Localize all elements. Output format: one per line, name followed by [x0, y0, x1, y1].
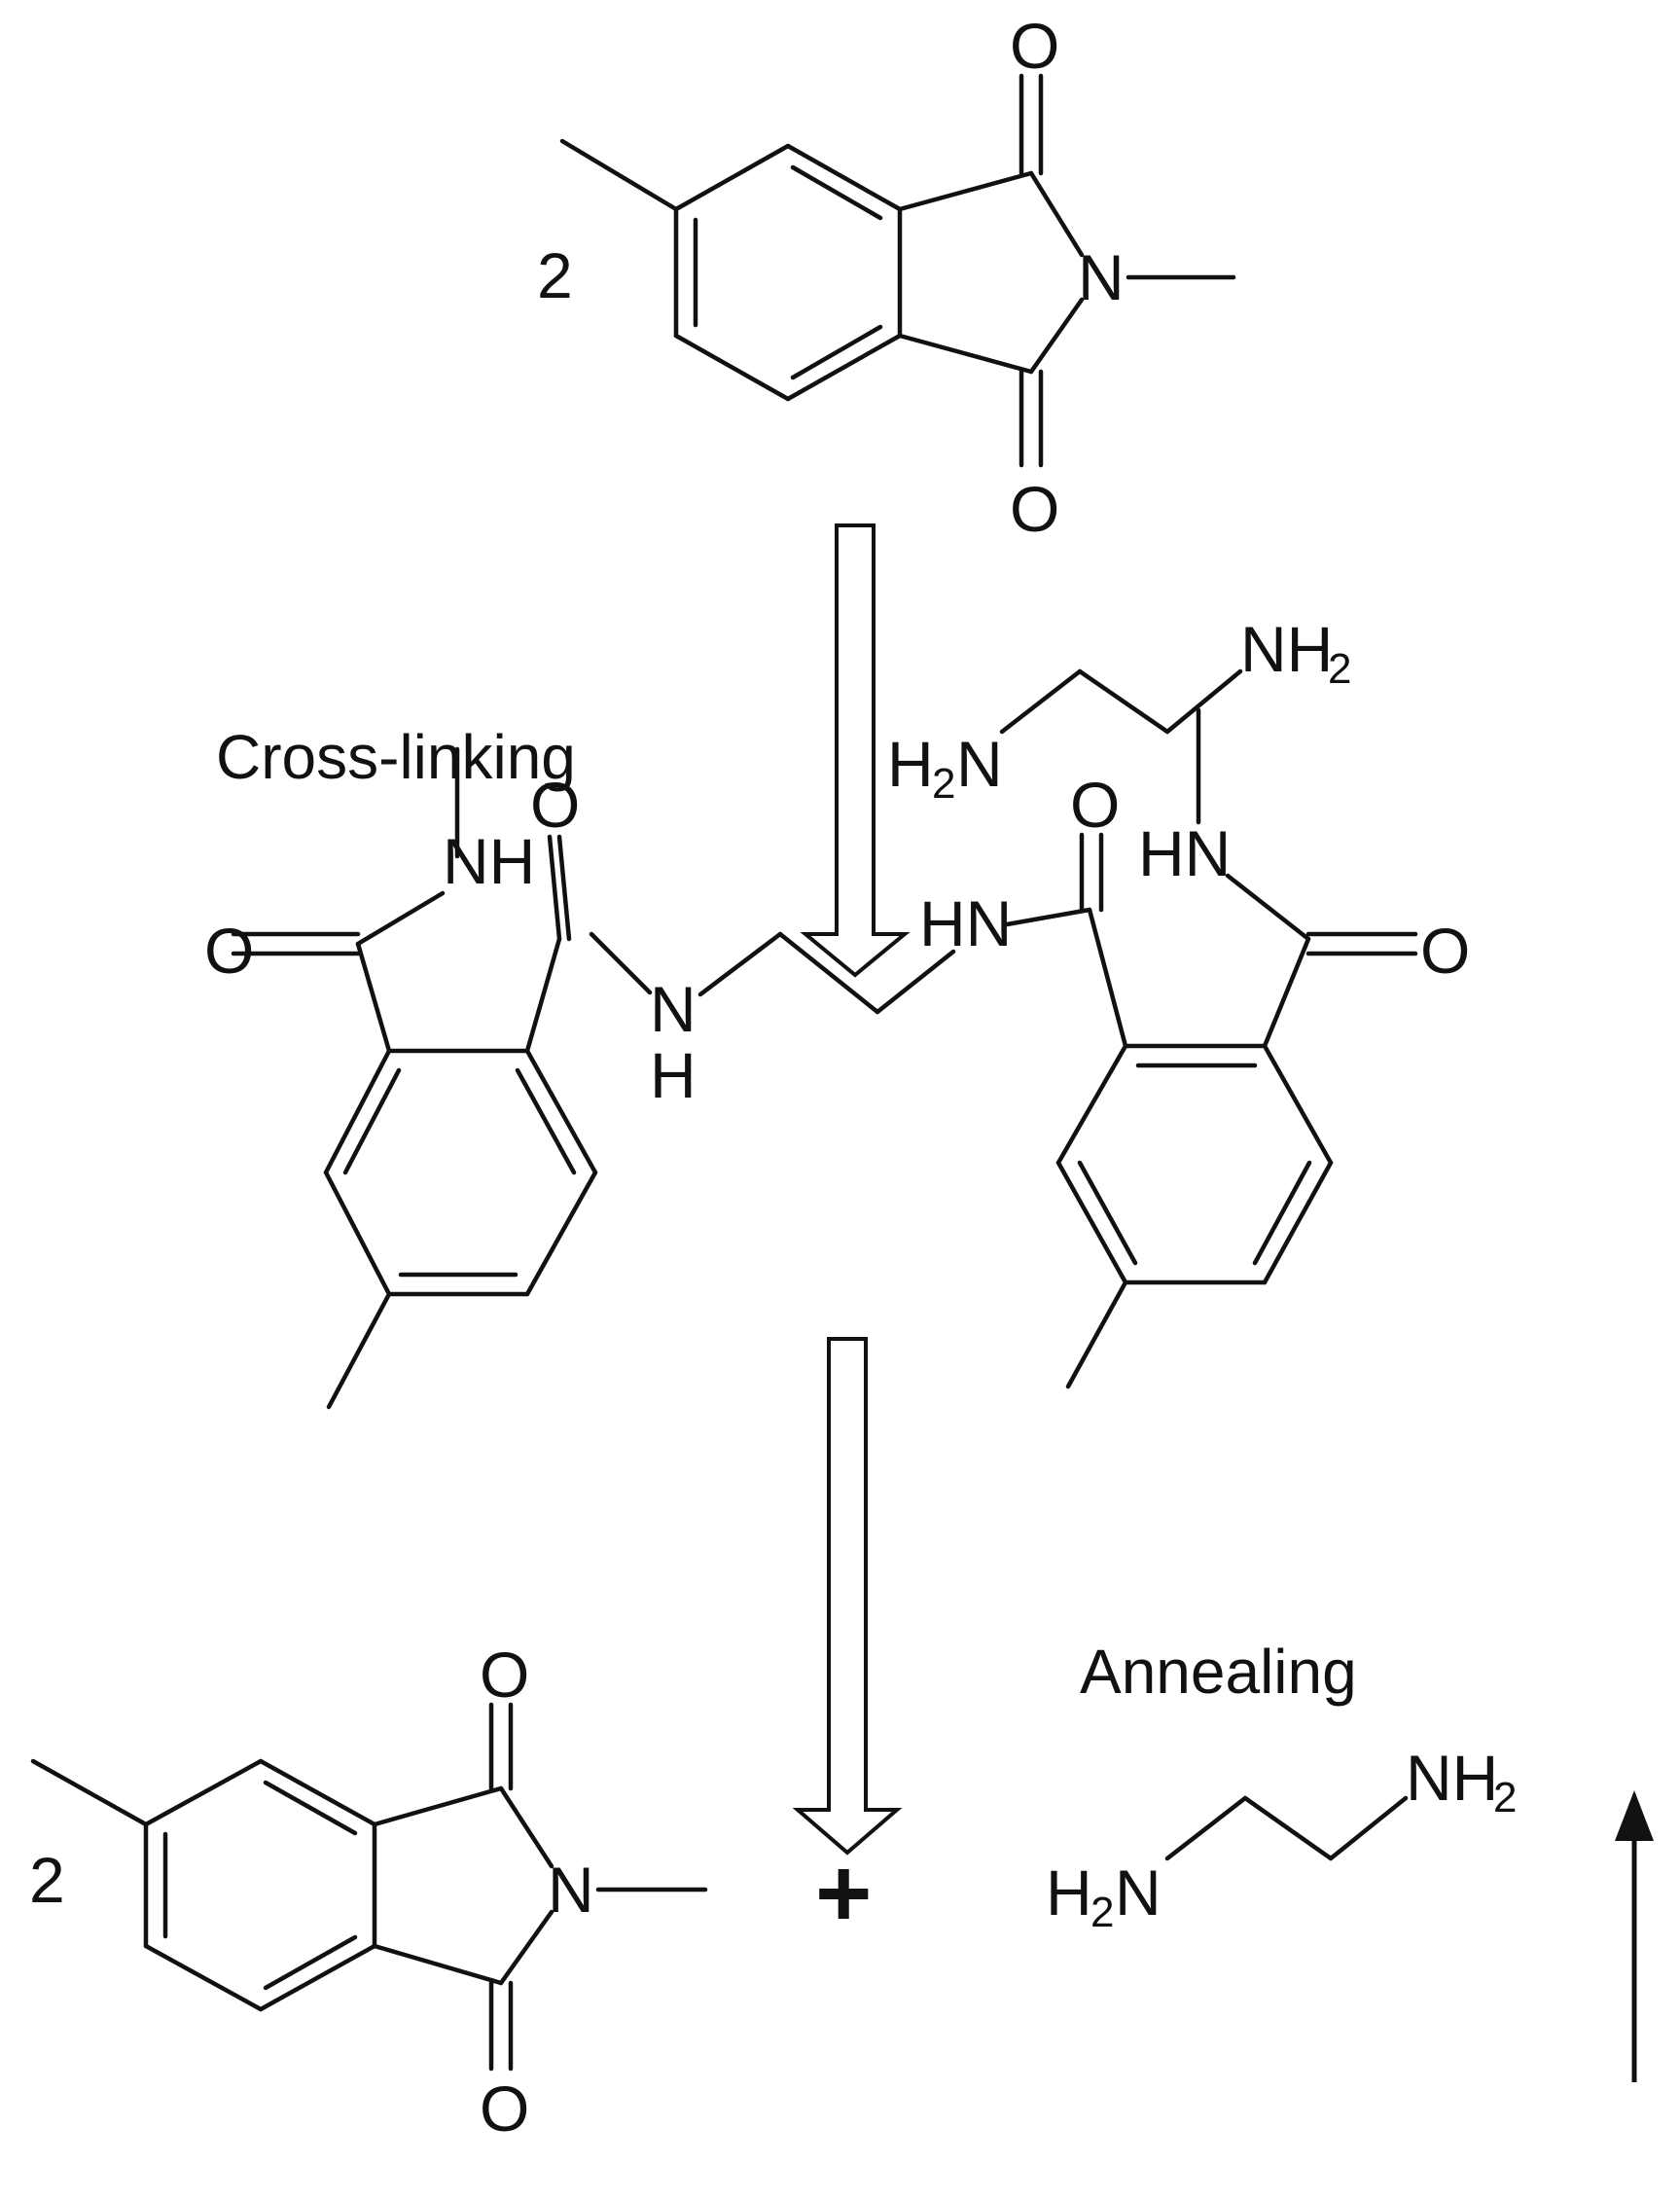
- atom-N: N: [1115, 1857, 1162, 1929]
- gas-evolution-arrow: [1615, 1790, 1654, 2082]
- atom-NH: NH: [1406, 1742, 1498, 1814]
- reactant-phthalimide: 2 O N O: [537, 10, 1236, 545]
- cross-linking-label: Cross-linking: [216, 722, 576, 792]
- subscript-2: 2: [1090, 1889, 1114, 1936]
- atom-N: N: [1078, 241, 1125, 313]
- atom-N: N: [956, 728, 1003, 800]
- atom-O: O: [1010, 473, 1059, 545]
- subscript-2: 2: [932, 760, 955, 808]
- subscript-2: 2: [1493, 1774, 1517, 1821]
- atom-O: O: [480, 1639, 529, 1711]
- atom-HN: HN: [1138, 817, 1231, 889]
- atom-O: O: [1070, 769, 1120, 841]
- atom-O: O: [1010, 10, 1059, 82]
- cross-linked-intermediate: O NH O N H HN O O HN: [204, 707, 1470, 1410]
- atom-HN: HN: [919, 887, 1012, 959]
- subscript-2: 2: [1328, 645, 1351, 693]
- product-phthalimide: 2 O N O: [29, 1639, 708, 2145]
- product-coefficient: 2: [29, 1844, 65, 1916]
- cross-linking-arrow: [800, 523, 911, 978]
- annealing-arrow: [792, 1337, 903, 1856]
- atom-H: H: [650, 1039, 697, 1111]
- atom-H: H: [1046, 1857, 1092, 1929]
- ethylenediamine-product: H 2 N NH 2: [1046, 1742, 1517, 1936]
- atom-NH: NH: [1240, 613, 1333, 685]
- reactant-coefficient: 2: [537, 239, 573, 311]
- atom-O: O: [480, 2073, 529, 2145]
- plus-sign: +: [815, 1839, 872, 1948]
- atom-N: N: [548, 1854, 594, 1926]
- ethylenediamine-reagent: H 2 N NH 2: [887, 613, 1351, 808]
- atom-O: O: [1420, 915, 1470, 987]
- annealing-label: Annealing: [1080, 1637, 1357, 1707]
- atom-NH: NH: [443, 825, 535, 897]
- atom-O: O: [530, 769, 580, 841]
- atom-N: N: [650, 973, 697, 1045]
- atom-O: O: [204, 915, 254, 987]
- atom-H: H: [887, 728, 934, 800]
